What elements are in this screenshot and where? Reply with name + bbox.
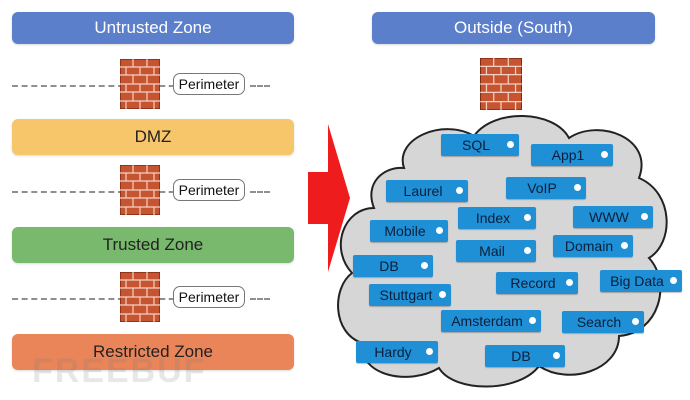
status-dot-icon [456, 187, 463, 194]
dmz-zone: DMZ [12, 119, 294, 155]
service-tag-sql: SQL [441, 134, 519, 156]
service-tag-stuttgart: Stuttgart [369, 284, 451, 306]
service-tag-label: DB [511, 348, 531, 364]
status-dot-icon [641, 213, 648, 220]
service-tag-www: WWW [573, 206, 653, 228]
service-tag-label: Hardy [374, 344, 412, 360]
status-dot-icon [621, 242, 628, 249]
service-tag-label: Mail [479, 243, 505, 259]
trusted-zone: Trusted Zone [12, 227, 294, 263]
perimeter-label: Perimeter [173, 179, 245, 201]
service-tag-label: Record [510, 275, 556, 291]
status-dot-icon [524, 214, 531, 221]
status-dot-icon [524, 247, 531, 254]
perimeter-line [160, 85, 174, 87]
status-dot-icon [436, 227, 443, 234]
perimeter-line [250, 85, 270, 87]
service-tag-label: WWW [589, 209, 629, 225]
service-tag-mail: Mail [456, 240, 536, 262]
service-tag-amsterdam: Amsterdam [441, 310, 541, 332]
perimeter-label: Perimeter [173, 73, 245, 95]
service-tag-label: Amsterdam [451, 313, 523, 329]
service-tag-label: VoIP [527, 180, 557, 196]
service-tag-label: Laurel [403, 183, 443, 199]
status-dot-icon [574, 184, 581, 191]
perimeter-line [250, 191, 270, 193]
service-tag-label: Stuttgart [379, 287, 433, 303]
service-tag-label: Search [576, 314, 622, 330]
outside-south-header: Outside (South) [372, 12, 655, 44]
watermark: FREEBUF [32, 352, 207, 390]
service-tag-app1: App1 [531, 144, 613, 166]
service-tag-mobile: Mobile [370, 220, 448, 242]
status-dot-icon [529, 317, 536, 324]
red-arrow [308, 124, 350, 272]
service-tag-db: DB [485, 345, 565, 367]
perimeter-line [160, 191, 174, 193]
status-dot-icon [421, 262, 428, 269]
status-dot-icon [553, 352, 560, 359]
perimeter-line [12, 191, 124, 193]
status-dot-icon [601, 151, 608, 158]
service-tag-db: DB [353, 255, 433, 277]
status-dot-icon [632, 318, 639, 325]
status-dot-icon [566, 279, 573, 286]
service-tag-label: Mobile [384, 223, 426, 239]
service-tag-record: Record [496, 272, 578, 294]
status-dot-icon [439, 291, 446, 298]
service-tag-index: Index [458, 207, 536, 229]
service-tag-label: Big Data [610, 273, 664, 289]
firewall-icon [120, 272, 160, 322]
service-tag-hardy: Hardy [356, 341, 438, 363]
status-dot-icon [507, 141, 514, 148]
restricted-zone: Restricted Zone [12, 334, 294, 370]
firewall-icon [480, 58, 522, 110]
firewall-icon [120, 59, 160, 109]
status-dot-icon [670, 277, 677, 284]
firewall-icon [120, 165, 160, 215]
perimeter-label: Perimeter [173, 286, 245, 308]
service-tag-label: Domain [564, 238, 614, 254]
untrusted-zone-header: Untrusted Zone [12, 12, 294, 44]
service-tag-label: SQL [461, 137, 490, 153]
service-tag-search: Search [562, 311, 644, 333]
service-tag-label: DB [379, 258, 399, 274]
service-tag-big-data: Big Data [600, 270, 682, 292]
service-tag-label: Index [475, 210, 511, 226]
perimeter-line [160, 298, 174, 300]
perimeter-line [12, 298, 124, 300]
perimeter-line [250, 298, 270, 300]
perimeter-line [12, 85, 124, 87]
service-tag-voip: VoIP [506, 177, 586, 199]
service-tag-domain: Domain [553, 235, 633, 257]
service-tag-laurel: Laurel [386, 180, 468, 202]
service-tag-label: App1 [551, 147, 585, 163]
status-dot-icon [426, 348, 433, 355]
